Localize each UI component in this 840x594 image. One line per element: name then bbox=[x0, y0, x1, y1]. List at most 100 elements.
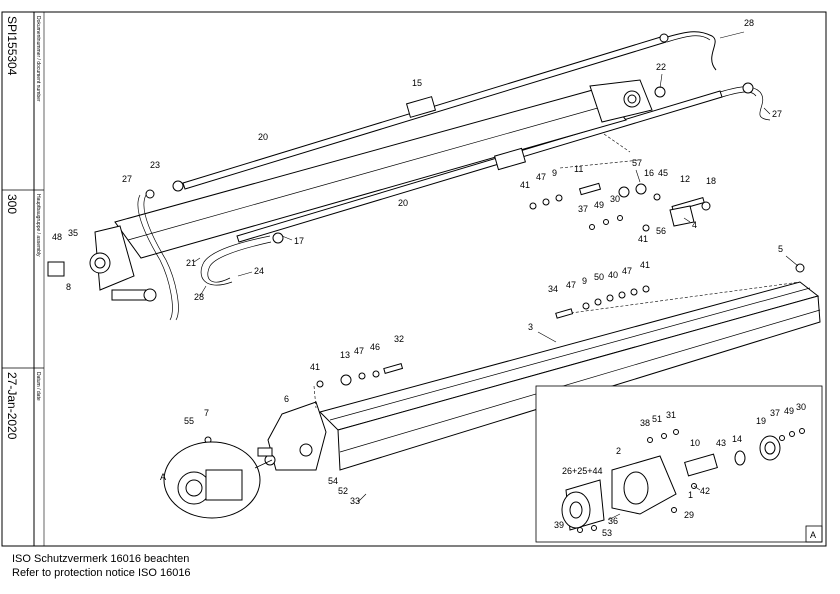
part-label-p16: 16 bbox=[644, 168, 654, 178]
leader-line-p5 bbox=[785, 255, 799, 267]
part-label-p1: 1 bbox=[688, 490, 693, 500]
document-number: SPI155304 bbox=[5, 16, 19, 76]
leader-line-p28b bbox=[199, 285, 207, 297]
part-label-p18: 18 bbox=[706, 176, 716, 186]
leader-line-p27a bbox=[763, 107, 771, 115]
part-label-p14: 14 bbox=[732, 434, 742, 444]
leader-line-p21 bbox=[193, 257, 201, 263]
part-label-p32: 32 bbox=[394, 334, 404, 344]
leader-line-p17 bbox=[281, 235, 293, 241]
part-label-p6: 6 bbox=[284, 394, 289, 404]
part-label-p8: 8 bbox=[66, 282, 71, 292]
part-label-p3: 3 bbox=[528, 322, 533, 332]
part-label-p41a: 41 bbox=[520, 180, 530, 190]
part-label-p28a: 28 bbox=[744, 18, 754, 28]
part-label-p43: 43 bbox=[716, 438, 726, 448]
part-label-p27b: 27 bbox=[122, 174, 132, 184]
part-label-p56: 56 bbox=[656, 226, 666, 236]
part-label-p17: 17 bbox=[294, 236, 304, 246]
part-label-p42: 42 bbox=[700, 486, 710, 496]
part-label-p54: 54 bbox=[328, 476, 338, 486]
part-label-p7: 7 bbox=[204, 408, 209, 418]
detail-a-callout bbox=[163, 441, 273, 519]
detail-a-box bbox=[535, 385, 823, 543]
part-label-p41c: 41 bbox=[640, 260, 650, 270]
part-label-p31: 31 bbox=[666, 410, 676, 420]
part-label-p40: 40 bbox=[608, 270, 618, 280]
assembly-group-caption: Hauptbaugruppe / assembly bbox=[35, 194, 41, 257]
drawing-date: 27-Jan-2020 bbox=[5, 372, 19, 440]
leader-line-p3 bbox=[537, 331, 557, 343]
part-label-p21: 21 bbox=[186, 258, 196, 268]
leader-line-p57 bbox=[635, 169, 641, 183]
part-label-p22: 22 bbox=[656, 62, 666, 72]
part-label-p9b: 9 bbox=[582, 276, 587, 286]
leader-line-p4 bbox=[683, 217, 691, 223]
part-label-p12: 12 bbox=[680, 174, 690, 184]
part-label-p36: 36 bbox=[608, 516, 618, 526]
part-label-p29: 29 bbox=[684, 510, 694, 520]
part-label-p37a: 37 bbox=[578, 204, 588, 214]
part-label-p26: 26+25+44 bbox=[562, 466, 603, 476]
part-label-p41d: 41 bbox=[310, 362, 320, 372]
part-label-p41b: 41 bbox=[638, 234, 648, 244]
part-label-p47a: 47 bbox=[536, 172, 546, 182]
part-label-p23: 23 bbox=[150, 160, 160, 170]
date-caption: Datum / date bbox=[35, 372, 41, 401]
detail-a-box-label: A bbox=[810, 530, 816, 540]
part-label-p46: 46 bbox=[370, 342, 380, 352]
leader-line-p22 bbox=[659, 73, 663, 89]
part-label-p45: 45 bbox=[658, 168, 668, 178]
part-label-p15: 15 bbox=[412, 78, 422, 88]
part-label-p2: 2 bbox=[616, 446, 621, 456]
part-label-p33: 33 bbox=[350, 496, 360, 506]
part-label-p5: 5 bbox=[778, 244, 783, 254]
part-label-p24: 24 bbox=[254, 266, 264, 276]
part-label-p20b: 20 bbox=[398, 198, 408, 208]
part-label-p49a: 49 bbox=[594, 200, 604, 210]
leader-line-p42 bbox=[693, 485, 701, 491]
bolt-row-lower bbox=[313, 362, 404, 409]
part-label-p47b: 47 bbox=[566, 280, 576, 290]
part-label-p30a: 30 bbox=[610, 194, 620, 204]
protection-notice-de: ISO Schutzvermerk 16016 beachten bbox=[12, 553, 190, 565]
part-label-p4: 4 bbox=[692, 220, 697, 230]
detail-a-callout-label: A bbox=[160, 472, 166, 482]
part-label-p11: 11 bbox=[574, 164, 583, 174]
protection-notice-en: Refer to protection notice ISO 16016 bbox=[12, 567, 191, 579]
bolt-row-upper bbox=[555, 285, 650, 319]
part-label-p48: 48 bbox=[52, 232, 62, 242]
part-label-p52: 52 bbox=[338, 486, 348, 496]
part-label-p10: 10 bbox=[690, 438, 700, 448]
part-label-p53: 53 bbox=[602, 528, 612, 538]
assembly-group: 300 bbox=[5, 194, 19, 214]
part-label-p49b: 49 bbox=[784, 406, 794, 416]
part-label-p9a: 9 bbox=[552, 168, 557, 178]
part-label-p34: 34 bbox=[548, 284, 558, 294]
drawing-frame bbox=[1, 11, 827, 547]
part-label-p20a: 20 bbox=[258, 132, 268, 142]
part-label-p30b: 30 bbox=[796, 402, 806, 412]
leader-line-p33 bbox=[357, 493, 367, 503]
part-label-p50: 50 bbox=[594, 272, 604, 282]
part-label-p57: 57 bbox=[632, 158, 642, 168]
hydraulic-assembly bbox=[47, 31, 771, 321]
part-label-p13: 13 bbox=[340, 350, 350, 360]
part-label-p47c: 47 bbox=[622, 266, 632, 276]
leader-line-p28a bbox=[719, 31, 745, 39]
leader-line-p24 bbox=[237, 271, 253, 277]
document-number-caption: Dokumentnummer / document number bbox=[35, 16, 41, 102]
part-label-p37b: 37 bbox=[770, 408, 780, 418]
part-label-p35: 35 bbox=[68, 228, 78, 238]
part-label-p19: 19 bbox=[756, 416, 766, 426]
part-label-p55: 55 bbox=[184, 416, 194, 426]
part-label-p39: 39 bbox=[554, 520, 564, 530]
part-label-p28b: 28 bbox=[194, 292, 204, 302]
leader-line-p36 bbox=[607, 513, 621, 521]
pin-assembly-parts bbox=[529, 133, 711, 232]
part-label-p38: 38 bbox=[640, 418, 650, 428]
part-label-p51: 51 bbox=[652, 414, 662, 424]
part-label-p27a: 27 bbox=[772, 109, 782, 119]
